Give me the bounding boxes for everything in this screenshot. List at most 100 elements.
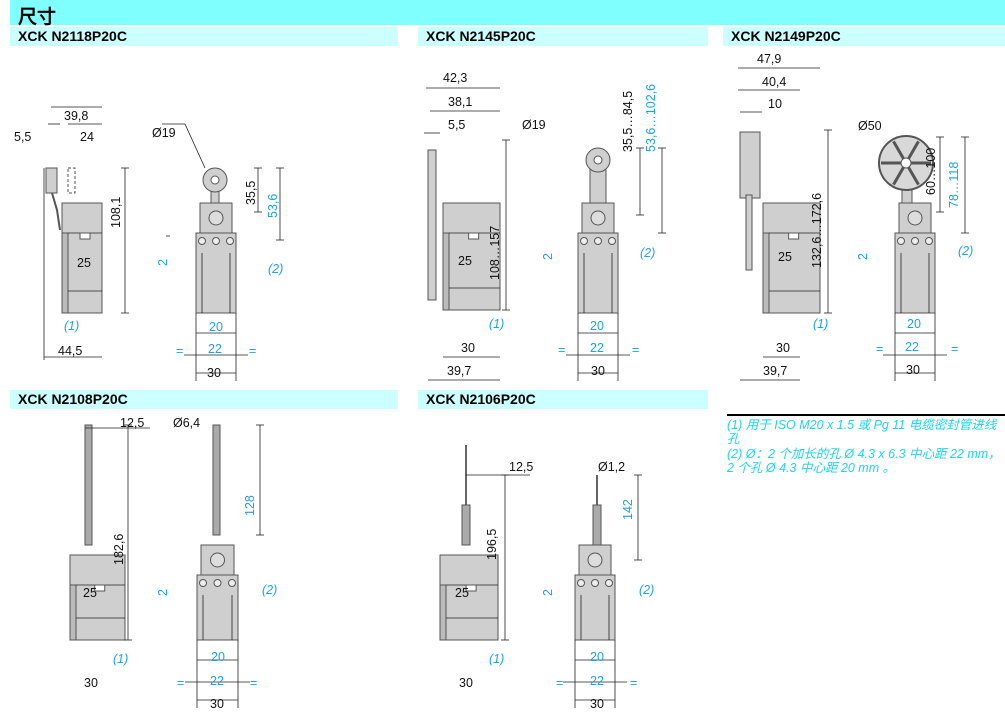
dim-label: 128 [243, 495, 257, 516]
dim-label: 25 [83, 586, 97, 600]
dim-label: 20 [907, 317, 921, 331]
dim-label: 20 [209, 320, 223, 334]
dim-label: 2 [156, 259, 170, 266]
model-title-4: XCK N2108P20C [10, 390, 398, 409]
threaded-rod [212, 424, 221, 536]
dim-label: 20 [590, 319, 604, 333]
footnote-ref-1: (1) [64, 319, 80, 333]
lever-arm [51, 192, 61, 231]
dim-label: 53,6 [266, 193, 280, 218]
notch [788, 232, 800, 240]
mounting-hole [897, 237, 905, 245]
footnote-ref-2: (2) [958, 244, 974, 258]
dim-label: 24 [80, 130, 94, 144]
dim-label: 20 [590, 650, 604, 664]
mounting-hole [577, 579, 585, 587]
dim-label: Ø19 [152, 126, 176, 140]
dim-label: 22 [208, 342, 222, 356]
footnote-ref-1: (1) [489, 317, 505, 331]
dim-label: 47,9 [757, 52, 782, 66]
dim-label: 30 [459, 676, 473, 690]
notch [465, 584, 477, 592]
footnote-ref-1: (1) [813, 317, 829, 331]
dim-label: 132,6…172,6 [810, 192, 824, 268]
shaft-hub [590, 210, 606, 226]
dim-label: 39,7 [763, 364, 788, 378]
cover-side [69, 584, 77, 641]
dim-label: 196,5 [485, 528, 499, 560]
switch-body-side [69, 554, 126, 641]
dim-label: Ø1,2 [598, 460, 626, 474]
dim-label: = [558, 343, 566, 357]
dim-label: 39,7 [447, 364, 472, 378]
threaded-rod [84, 424, 93, 546]
dim-label: 25 [458, 254, 472, 268]
footnotes: (1) 用于 ISO M20 x 1.5 或 Pg 11 电缆密封管进线孔 (2… [727, 414, 1005, 476]
page-title: 尺寸 [18, 6, 57, 28]
model-title-1: XCK N2118P20C [10, 27, 398, 46]
dim-label: 2 [541, 589, 555, 596]
model-title-3: XCK N2149P20C [723, 27, 1005, 46]
shaft-hub [587, 552, 603, 568]
model-title-5: XCK N2106P20C [418, 390, 708, 409]
dim-label: 182,6 [112, 533, 126, 565]
notch [468, 232, 480, 240]
mounting-hole [199, 579, 207, 587]
dim-label: 30 [776, 341, 790, 355]
mounting-hole [605, 579, 613, 587]
dim-label: 12,5 [509, 460, 534, 474]
dim-label: 42,3 [443, 71, 468, 85]
lever-arm [745, 194, 753, 271]
dim-label: 38,1 [448, 95, 473, 109]
dim-label: 108,1 [109, 196, 123, 228]
mounting-hole [925, 237, 933, 245]
mounting-hole [911, 237, 919, 245]
mounting-hole [580, 237, 588, 245]
cover-side [61, 232, 69, 314]
dim-label: 20 [211, 650, 225, 664]
dim-label: 53,6…102,6 [644, 83, 658, 152]
switch-body-front [577, 232, 619, 314]
wheel-side [739, 131, 761, 199]
dim-label: 25 [778, 250, 792, 264]
dim-label: 78…118 [947, 161, 961, 208]
mounting-hole [591, 579, 599, 587]
notch [79, 232, 91, 240]
dim-label: = [177, 676, 185, 690]
dim-label: = [249, 344, 257, 358]
cover-side [442, 232, 450, 311]
dim-label: 108…157 [488, 225, 502, 280]
dim-label: 2 [541, 253, 555, 260]
dim-label: 10 [768, 97, 782, 111]
mounting-hole [228, 579, 236, 587]
footnote-2: (2) Ø：2 个加长的孔 Ø 4.3 x 6.3 中心距 22 mm， 2 个… [727, 447, 1001, 475]
dim-label: Ø19 [522, 118, 546, 132]
switch-body-side [439, 554, 499, 641]
wheel-hub [900, 157, 912, 169]
dim-label: 44,5 [58, 344, 83, 358]
dim-label: 40,4 [762, 75, 787, 89]
footnote-1: (1) 用于 ISO M20 x 1.5 或 Pg 11 电缆密封管进线孔 [727, 418, 997, 446]
dim-label: = [556, 676, 564, 690]
spring [461, 504, 471, 546]
dim-label: = [250, 676, 258, 690]
dim-label: 5,5 [14, 130, 32, 144]
footnote-ref-2: (2) [639, 583, 655, 597]
dim-label: Ø6,4 [173, 416, 201, 430]
model-title-2: XCK N2145P20C [418, 27, 708, 46]
switch-body-front [195, 232, 237, 314]
switch-body-side [762, 202, 821, 314]
dim-label: 60…100 [924, 147, 938, 195]
dim-label: 22 [590, 341, 604, 355]
dim-label: 25 [455, 586, 469, 600]
dim-label: 5,5 [448, 118, 466, 132]
dim-label: 39,8 [64, 109, 89, 123]
shaft-hub [208, 210, 224, 226]
dim-label: = [176, 344, 184, 358]
dim-label: 30 [590, 697, 604, 711]
dim-label: 30 [906, 363, 920, 377]
dim-label: 2 [856, 253, 870, 260]
dim-label: Ø50 [858, 119, 882, 133]
page-header: 尺寸 [10, 0, 1005, 28]
drawing-line [184, 123, 206, 169]
